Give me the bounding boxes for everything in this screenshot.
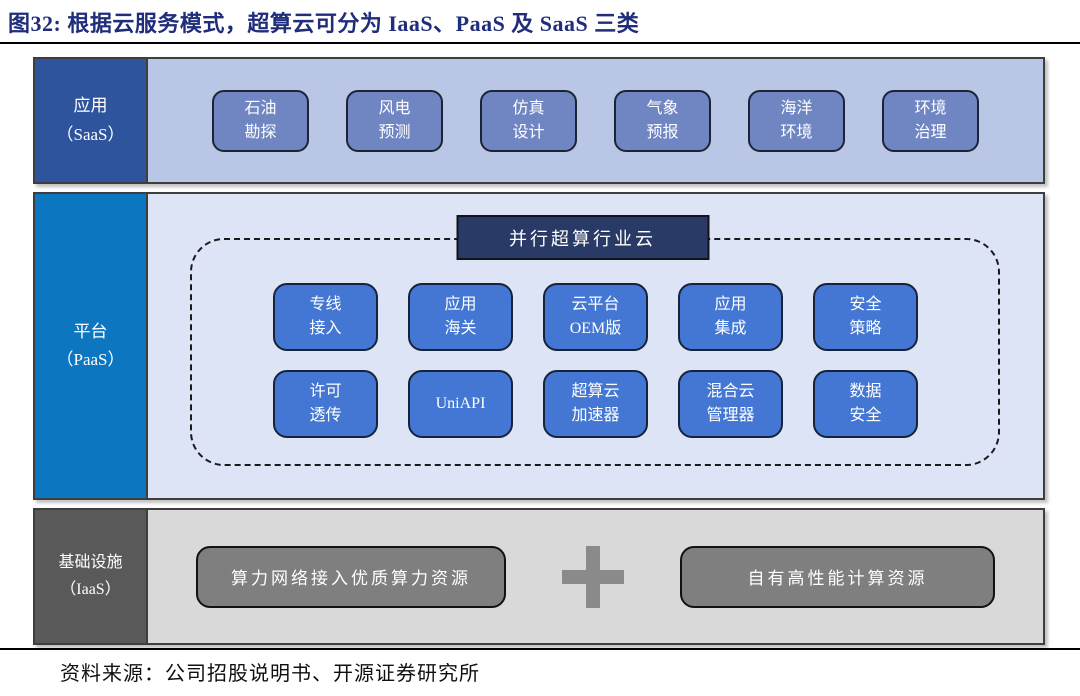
paas-box-security-policy: 安全 策略 bbox=[813, 283, 918, 351]
iaas-layer: 基础设施 （IaaS） 算力网络接入优质算力资源 自有高性能计算资源 bbox=[33, 508, 1045, 645]
paas-layer-content: 并行超算行业云 专线 接入 应用 海关 云平台 OEM版 应用 集成 安全 策略… bbox=[148, 194, 1043, 498]
iaas-layer-label: 基础设施 （IaaS） bbox=[35, 510, 148, 643]
bottom-divider bbox=[0, 648, 1080, 650]
paas-box-dedicated-line-access: 专线 接入 bbox=[273, 283, 378, 351]
saas-box-simulation-design: 仿真 设计 bbox=[480, 89, 577, 152]
saas-layer: 应用 （SaaS） 石油 勘探 风电 预测 仿真 设计 气象 预报 海洋 环境 … bbox=[33, 57, 1045, 184]
paas-box-hybrid-cloud-manager: 混合云 管理器 bbox=[678, 370, 783, 438]
iaas-box-owned-hpc-resources: 自有高性能计算资源 bbox=[680, 545, 995, 608]
saas-box-environment-governance: 环境 治理 bbox=[882, 89, 979, 152]
paas-box-data-security: 数据 安全 bbox=[813, 370, 918, 438]
paas-box-supercloud-accelerator: 超算云 加速器 bbox=[543, 370, 648, 438]
paas-box-app-customs: 应用 海关 bbox=[408, 283, 513, 351]
saas-box-ocean-environment: 海洋 环境 bbox=[748, 89, 845, 152]
saas-box-weather-forecast: 气象 预报 bbox=[614, 89, 711, 152]
source-note: 资料来源：公司招股说明书、开源证券研究所 bbox=[60, 663, 480, 685]
paas-row-1: 专线 接入 应用 海关 云平台 OEM版 应用 集成 安全 策略 bbox=[148, 283, 1043, 351]
saas-layer-label: 应用 （SaaS） bbox=[35, 59, 148, 182]
paas-box-license-passthrough: 许可 透传 bbox=[273, 370, 378, 438]
paas-layer: 平台 （PaaS） 并行超算行业云 专线 接入 应用 海关 云平台 OEM版 应… bbox=[33, 192, 1045, 500]
plus-icon bbox=[562, 545, 624, 608]
paas-layer-label: 平台 （PaaS） bbox=[35, 194, 148, 498]
saas-layer-content: 石油 勘探 风电 预测 仿真 设计 气象 预报 海洋 环境 环境 治理 bbox=[148, 59, 1043, 182]
paas-box-cloud-platform-oem: 云平台 OEM版 bbox=[543, 283, 648, 351]
iaas-box-network-access-resources: 算力网络接入优质算力资源 bbox=[196, 545, 506, 608]
iaas-layer-content: 算力网络接入优质算力资源 自有高性能计算资源 bbox=[148, 510, 1043, 643]
title-divider bbox=[0, 42, 1080, 44]
paas-row-2: 许可 透传 UniAPI 超算云 加速器 混合云 管理器 数据 安全 bbox=[148, 370, 1043, 438]
saas-box-wind-power-forecast: 风电 预测 bbox=[346, 89, 443, 152]
paas-box-app-integration: 应用 集成 bbox=[678, 283, 783, 351]
paas-header-box: 并行超算行业云 bbox=[456, 215, 709, 260]
paas-box-uniapi: UniAPI bbox=[408, 370, 513, 438]
saas-box-petroleum-exploration: 石油 勘探 bbox=[212, 89, 309, 152]
figure-title: 图32: 根据云服务模式，超算云可分为 IaaS、PaaS 及 SaaS 三类 bbox=[8, 11, 640, 36]
